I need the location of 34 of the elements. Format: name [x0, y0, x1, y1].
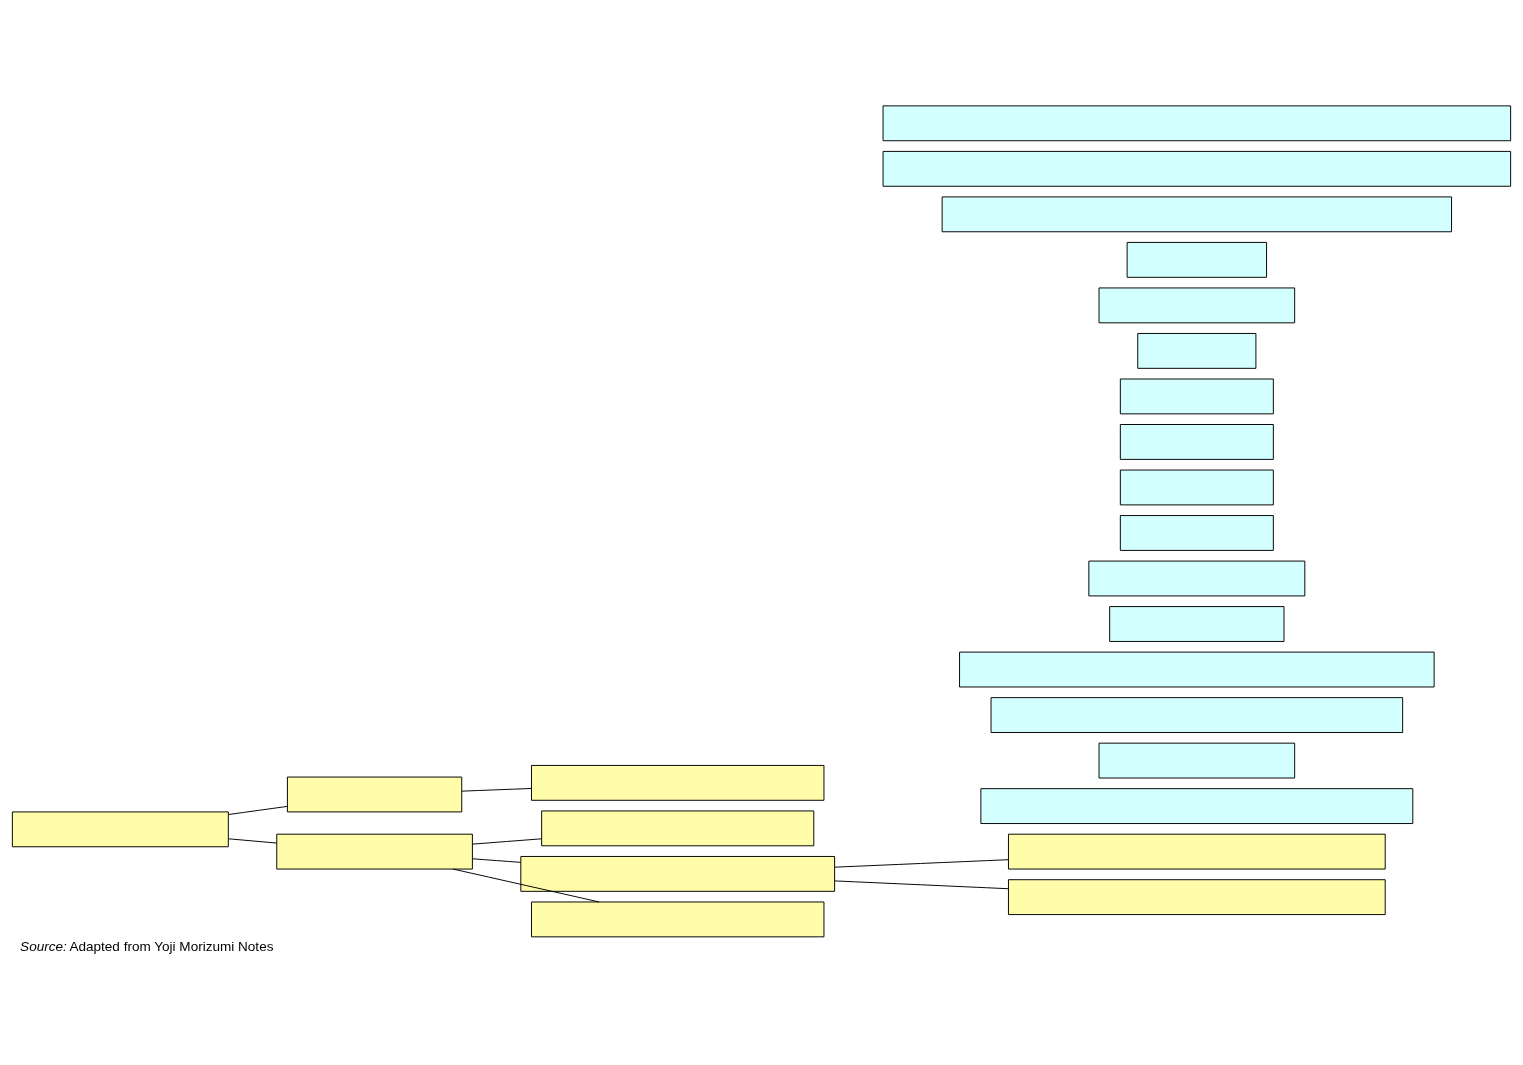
node-box — [1137, 333, 1257, 369]
node-box — [941, 196, 1453, 233]
node-box — [1119, 469, 1274, 506]
node-box — [1008, 879, 1386, 916]
node-box — [1119, 515, 1274, 551]
node-box — [531, 901, 825, 938]
node-box — [959, 651, 1435, 688]
connector — [472, 838, 543, 845]
connector — [228, 805, 288, 815]
node-box — [1119, 378, 1274, 415]
node-box — [990, 697, 1404, 733]
node-box — [1008, 833, 1386, 870]
connector — [461, 788, 532, 792]
connector — [452, 868, 600, 903]
node-box — [1109, 606, 1285, 642]
node-box — [531, 764, 825, 801]
caption: Source: Adapted from Yoji Morizumi Notes — [20, 938, 274, 954]
node-box — [11, 811, 229, 848]
connector — [472, 858, 522, 863]
node-box — [1088, 560, 1306, 597]
node-box — [882, 105, 1512, 142]
connector — [834, 859, 1009, 868]
node-box — [276, 833, 473, 870]
node-box — [520, 855, 836, 892]
node-box — [1098, 742, 1296, 779]
node-box — [541, 810, 815, 847]
connector — [834, 880, 1009, 890]
node-box — [1126, 241, 1268, 278]
connector — [228, 838, 278, 844]
node-box — [1098, 287, 1296, 324]
node-box — [1119, 424, 1274, 460]
node-box — [882, 150, 1512, 187]
node-box — [286, 776, 463, 813]
node-box — [980, 788, 1414, 825]
